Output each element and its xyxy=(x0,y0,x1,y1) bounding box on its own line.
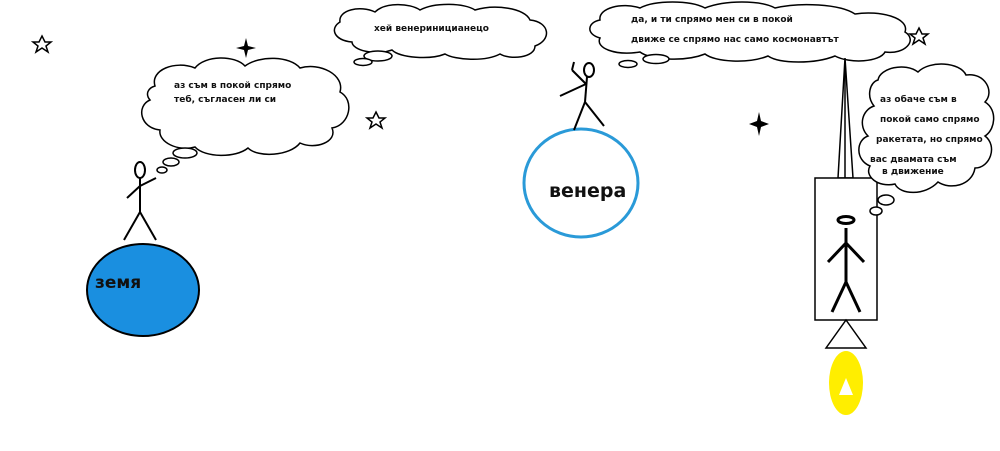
earth-label: земя xyxy=(95,273,142,293)
astronaut-bubble-line: ракетата, но спрямо xyxy=(876,135,983,145)
star-icon xyxy=(749,112,769,136)
venus-bubble-2-text: да, и ти спрямо мен си в покой движе се … xyxy=(631,10,839,50)
star-icon xyxy=(30,34,54,54)
astronaut-bubble-line: вас двамата съм xyxy=(870,155,957,165)
earth-bubble-line: аз съм в покой спрямо xyxy=(174,81,292,91)
astronaut-bubble-line: в движение xyxy=(882,167,944,177)
venus-stick-figure xyxy=(559,61,605,131)
rocket xyxy=(814,57,878,349)
venus-bubble-2-line: да, и ти спрямо мен си в покой xyxy=(631,15,793,25)
earth-planet xyxy=(86,243,200,337)
venus-bubble-1-text: хей венериницианецо xyxy=(374,22,489,36)
venus-thought-bubble-1 xyxy=(333,3,548,67)
earth-stick-figure xyxy=(123,161,157,241)
star-icon xyxy=(907,26,931,46)
astronaut-thought-bubble xyxy=(858,63,995,216)
venus-bubble-1-line: хей венериницианецо xyxy=(374,24,489,34)
astronaut-stick-figure xyxy=(826,215,866,313)
rocket-flame xyxy=(829,351,863,415)
earth-bubble-line: теб, съгласен ли си xyxy=(174,95,277,105)
astronaut-bubble-line: аз обаче съм в xyxy=(880,95,957,105)
earth-bubble-text: аз съм в покой спрямо теб, съгласен ли с… xyxy=(174,79,291,107)
star-icon xyxy=(364,110,388,130)
venus-planet xyxy=(522,127,640,239)
astronaut-bubble-line: покой само спрямо xyxy=(880,115,980,125)
venus-label: венера xyxy=(549,180,627,202)
astronaut-bubble-text: аз обаче съм в покой само спрямо ракетат… xyxy=(870,90,983,182)
star-icon xyxy=(236,38,256,58)
venus-bubble-2-line: движе се спрямо нас само космонавтът xyxy=(631,35,839,45)
venus-thought-bubble-2 xyxy=(589,1,911,69)
earth-thought-bubble xyxy=(140,57,350,174)
